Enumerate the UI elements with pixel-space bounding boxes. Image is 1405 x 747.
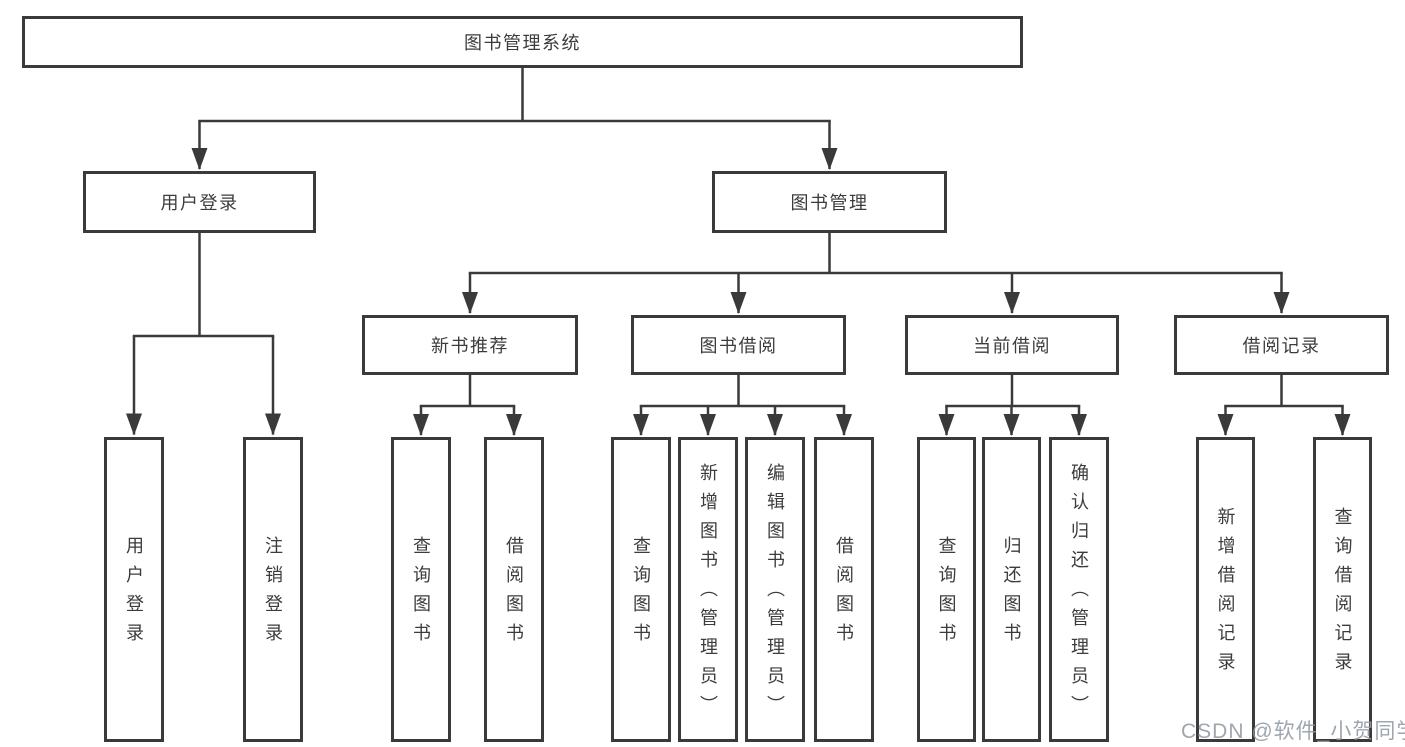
- node-user-login: 用户登录: [83, 171, 316, 233]
- node-label: 图书借阅: [699, 336, 778, 356]
- node-label: 当前借阅: [973, 336, 1051, 356]
- node-label: 新增借阅记录: [1215, 506, 1236, 681]
- node-label: 查询图书: [411, 535, 431, 652]
- leaf-query-books-borrowing: 查询图书: [611, 437, 671, 742]
- leaf-add-books-admin: 新增图书（管理员）: [678, 437, 738, 742]
- leaf-add-borrowing-record: 新增借阅记录: [1196, 437, 1255, 742]
- node-label: 查询图书: [936, 535, 957, 652]
- node-library-management-system: 图书管理系统: [22, 16, 1023, 68]
- node-label: 归还图书: [1001, 535, 1022, 652]
- node-label: 编辑图书（管理员）: [765, 463, 785, 724]
- node-label: 用户登录: [124, 535, 144, 652]
- leaf-return-books: 归还图书: [982, 437, 1041, 742]
- leaf-edit-books-admin: 编辑图书（管理员）: [745, 437, 805, 742]
- leaf-query-borrowing-record: 查询借阅记录: [1313, 437, 1372, 742]
- leaf-borrow-books-recommend: 借阅图书: [484, 437, 544, 742]
- node-label: 确认归还（管理员）: [1069, 463, 1089, 724]
- node-label: 用户登录: [160, 193, 239, 213]
- node-book-borrowing: 图书借阅: [631, 315, 846, 375]
- node-new-book-recommend: 新书推荐: [362, 315, 578, 375]
- node-label: 借阅图书: [504, 535, 524, 652]
- node-label: 注销登录: [263, 535, 283, 652]
- node-label: 新书推荐: [431, 336, 509, 356]
- node-label: 借阅图书: [834, 535, 854, 652]
- leaf-logout: 注销登录: [243, 437, 303, 742]
- node-label: 查询借阅记录: [1332, 506, 1353, 681]
- csdn-watermark: CSDN @软件_小贺同学: [1181, 720, 1405, 743]
- node-borrowing-records: 借阅记录: [1174, 315, 1389, 375]
- node-book-management: 图书管理: [712, 171, 947, 233]
- node-label: 查询图书: [631, 535, 651, 652]
- leaf-confirm-return-admin: 确认归还（管理员）: [1049, 437, 1109, 742]
- node-label: 图书管理系统: [464, 33, 581, 53]
- node-label: 新增图书（管理员）: [698, 463, 718, 724]
- node-label: 借阅记录: [1242, 336, 1321, 356]
- node-label: 图书管理: [790, 193, 869, 213]
- leaf-query-books-current: 查询图书: [917, 437, 976, 742]
- leaf-user-login: 用户登录: [104, 437, 164, 742]
- leaf-query-books-recommend: 查询图书: [391, 437, 451, 742]
- leaf-borrow-books: 借阅图书: [814, 437, 874, 742]
- node-current-borrowing: 当前借阅: [905, 315, 1119, 375]
